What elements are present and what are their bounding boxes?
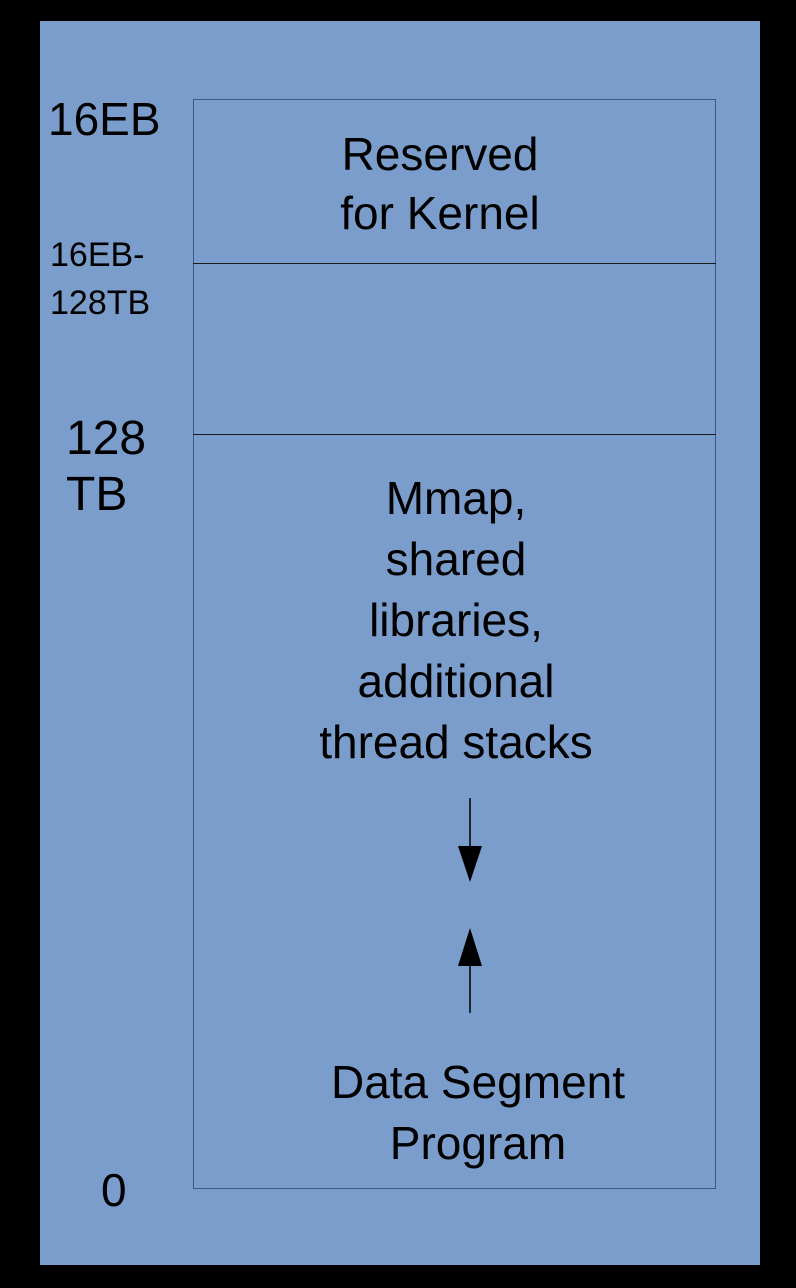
data-segment-label: Data Segment Program bbox=[330, 1056, 626, 1169]
up-arrow-icon bbox=[458, 928, 482, 1013]
address-label-16eb: 16EB bbox=[48, 93, 161, 145]
address-label-16eb-minus-128tb: 16EB- 128TB bbox=[50, 236, 151, 322]
address-label-128tb: 128 TB bbox=[66, 412, 147, 521]
user-space-boundary-line bbox=[193, 434, 716, 435]
mmap-region-label: Mmap, shared libraries, additional threa… bbox=[319, 472, 593, 768]
address-label-zero: 0 bbox=[101, 1164, 127, 1216]
diagram-background bbox=[40, 21, 760, 1265]
address-space-box bbox=[193, 99, 716, 1189]
kernel-region-label: Reserved for Kernel bbox=[340, 128, 540, 239]
down-arrow-icon bbox=[458, 798, 482, 882]
kernel-boundary-line bbox=[193, 263, 716, 264]
